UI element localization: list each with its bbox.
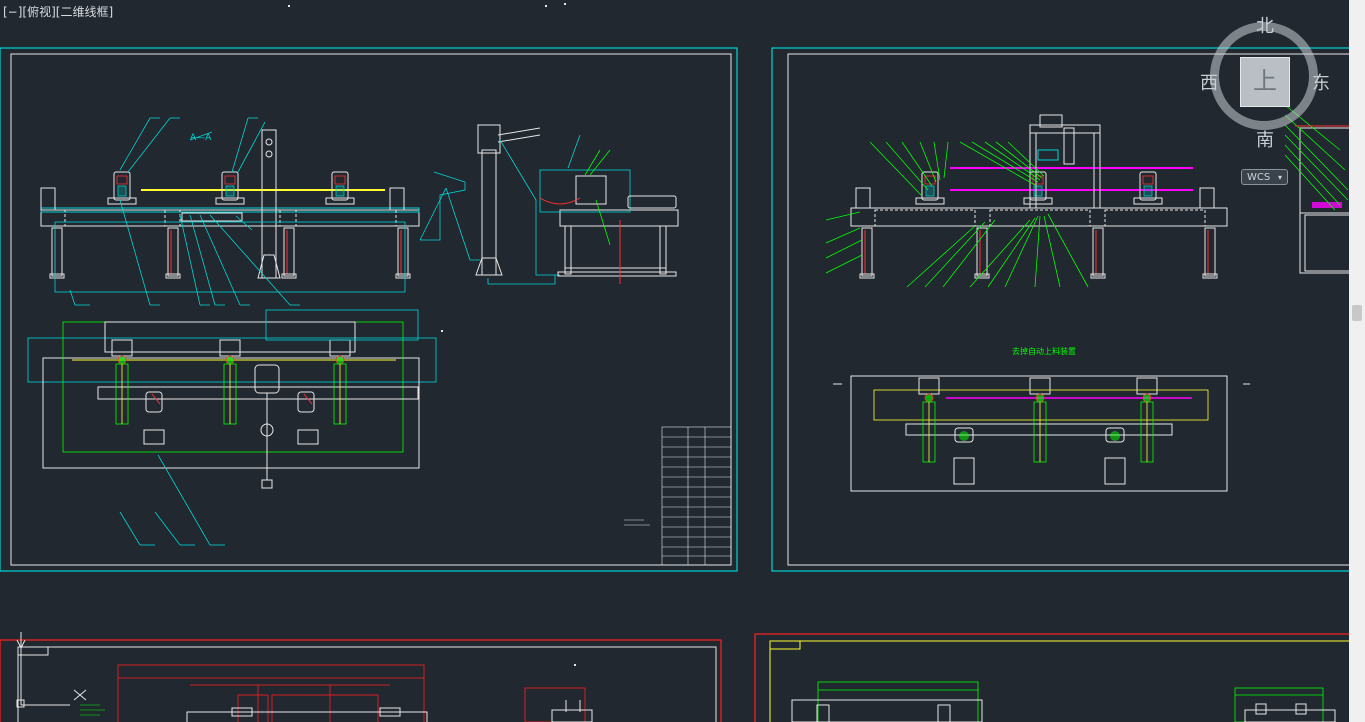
compass-west[interactable]: 西: [1200, 73, 1218, 94]
side-view-2: [1284, 104, 1351, 274]
viewport-control-menu[interactable]: [−]: [3, 5, 23, 19]
compass-north[interactable]: 北: [1256, 16, 1274, 37]
scrollbar-thumb[interactable]: [1352, 305, 1362, 321]
chevron-down-icon: ▾: [1277, 173, 1282, 182]
plan-view-2: [833, 375, 1250, 492]
title-block: [624, 426, 732, 566]
section-label-aa: A—A: [190, 133, 212, 143]
visual-style-menu[interactable]: [二维线框]: [55, 5, 114, 19]
plan-view: [27, 309, 437, 546]
sheet-2: 去掉自动上料装置: [771, 47, 1363, 572]
sheet-1: A—A: [0, 47, 738, 572]
viewport-label: [−][俯视][二维线框]: [3, 4, 113, 20]
view-menu[interactable]: [俯视]: [22, 5, 56, 19]
front-elevation-2: [825, 114, 1228, 288]
sheet-3: [0, 632, 722, 722]
sheet-4: [754, 633, 1365, 722]
compass-south[interactable]: 南: [1256, 130, 1274, 151]
viewcube-top-face[interactable]: 上: [1240, 57, 1290, 107]
front-elevation: A—A: [40, 117, 420, 306]
side-view: [419, 124, 679, 285]
compass-east[interactable]: 东: [1312, 73, 1330, 94]
viewcube[interactable]: 北 南 西 东 上: [1198, 12, 1338, 192]
wcs-menu-button[interactable]: WCS ▾: [1241, 169, 1288, 185]
stray-marks: [288, 3, 576, 666]
caption-right: 去掉自动上料装置: [1012, 346, 1076, 356]
wcs-label: WCS: [1247, 172, 1271, 183]
viewcube-compass-ring[interactable]: [1210, 22, 1318, 130]
vertical-scrollbar[interactable]: [1349, 0, 1365, 722]
